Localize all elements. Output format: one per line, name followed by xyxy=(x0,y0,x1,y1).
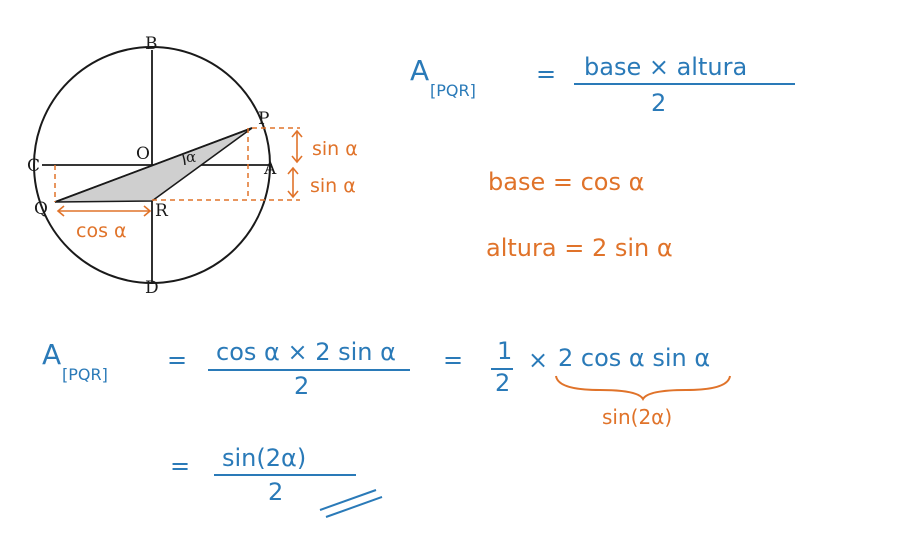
formula-numerator: base × altura xyxy=(584,53,747,81)
point-c-label: C xyxy=(27,156,40,176)
double-angle-identity: sin(2α) xyxy=(602,405,672,429)
area-symbol: A xyxy=(410,54,429,87)
formula-denominator: 2 xyxy=(651,89,666,117)
point-b-label: B xyxy=(145,34,158,54)
half-numerator: 1 xyxy=(497,337,512,365)
point-p-label: P xyxy=(258,109,269,129)
diameter-qp xyxy=(54,127,253,203)
point-a-label: A xyxy=(263,159,277,179)
derivation: A [PQR] = cos α × 2 sin α 2 = 1 2 × 2 co… xyxy=(42,337,731,518)
sin-alpha-upper-label: sin α xyxy=(312,138,358,160)
point-q-label: Q xyxy=(34,199,48,219)
base-definition: base = cos α xyxy=(488,168,644,196)
point-d-label: D xyxy=(145,278,159,298)
angle-alpha-label: α xyxy=(186,148,196,166)
area-formula: A [PQR] = base × altura 2 xyxy=(410,53,795,117)
derivation-area-subscript: [PQR] xyxy=(62,365,108,384)
derivation-area-symbol: A xyxy=(42,338,61,371)
derivation-equals-1: = xyxy=(167,346,187,374)
cos-alpha-label: cos α xyxy=(76,220,127,242)
derivation-fraction-denominator: 2 xyxy=(294,372,309,400)
area-subscript: [PQR] xyxy=(430,81,476,100)
derivation-equals-3: = xyxy=(170,452,190,480)
formula-equals: = xyxy=(536,60,556,88)
underbrace xyxy=(555,375,731,402)
result-underline-1 xyxy=(319,489,377,511)
orange-construction-lines xyxy=(54,127,300,202)
result-numerator: sin(2α) xyxy=(222,444,306,472)
dimension-arrows xyxy=(56,129,303,217)
point-o-label: O xyxy=(136,144,150,164)
altura-definition: altura = 2 sin α xyxy=(486,234,673,262)
point-r-label: R xyxy=(155,201,169,221)
half-denominator: 2 xyxy=(495,369,510,397)
angle-arc xyxy=(182,154,186,166)
product-expression: 2 cos α sin α xyxy=(558,344,710,372)
result-underline-2 xyxy=(325,496,383,518)
sin-alpha-lower-label: sin α xyxy=(310,175,356,197)
derivation-equals-2: = xyxy=(443,346,463,374)
result-denominator: 2 xyxy=(268,478,283,506)
unit-circle-diagram: α B D C A O P Q R sin α sin α c xyxy=(27,34,358,298)
derivation-fraction-numerator: cos α × 2 sin α xyxy=(216,338,396,366)
times-sign: × xyxy=(528,346,548,374)
